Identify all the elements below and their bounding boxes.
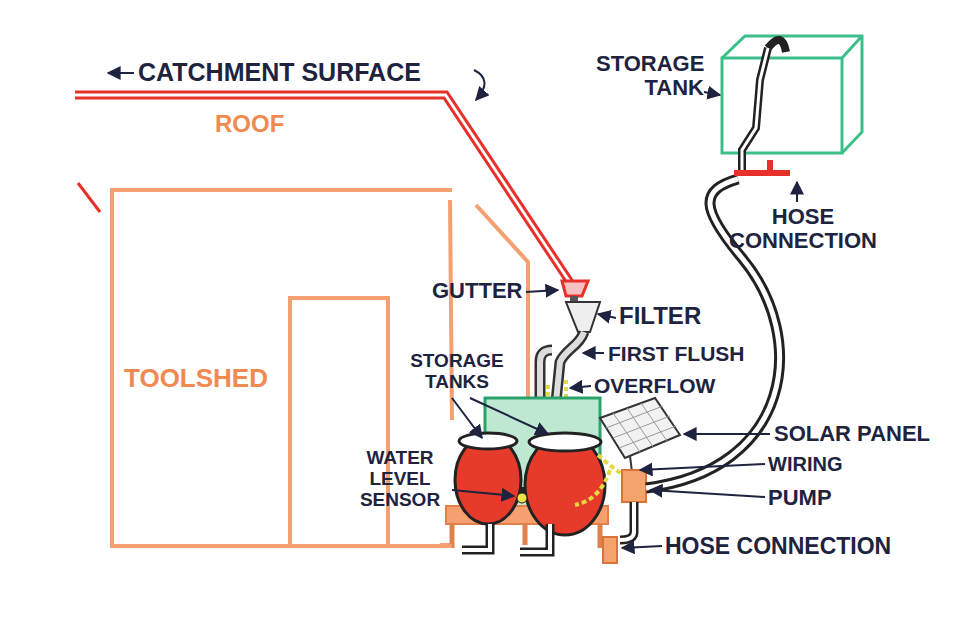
leader-arrow <box>796 182 798 202</box>
roof-tick <box>78 183 100 212</box>
leader-arrow <box>570 386 591 388</box>
tank-pipe <box>742 48 768 170</box>
leader-arrow <box>704 92 720 95</box>
leader-arrow <box>470 398 548 434</box>
pump <box>622 470 646 502</box>
part-label: STORAGE TANK <box>596 52 704 100</box>
leader-arrow <box>598 314 616 318</box>
down-pipe <box>556 332 584 402</box>
leader-arrow <box>684 433 770 435</box>
part-label: FILTER <box>619 303 701 329</box>
part-label: PUMP <box>768 486 832 510</box>
wiring <box>575 455 628 505</box>
tank-pipe <box>742 40 786 170</box>
part-label: OVERFLOW <box>594 374 715 397</box>
hose-connection <box>603 537 617 563</box>
part-label: CATCHMENT SURFACE <box>138 59 421 87</box>
hose <box>646 179 780 488</box>
hose <box>620 502 634 540</box>
barrel-top <box>459 433 517 449</box>
part-label: WATER LEVEL SENSOR <box>350 448 450 511</box>
leader-lines <box>108 70 797 548</box>
part-label: ROOF <box>215 111 284 137</box>
drain-pipe <box>462 524 550 552</box>
part-label: FIRST FLUSH <box>608 342 745 365</box>
barrel-link <box>520 487 526 493</box>
down-pipe <box>556 332 584 402</box>
part-label: HOSE CONNECTION <box>718 205 888 253</box>
solar-panel <box>600 398 680 458</box>
gutter <box>562 281 588 296</box>
leader-arrow <box>640 464 765 470</box>
leader-arrow <box>474 70 485 100</box>
leader-arrow <box>108 72 134 74</box>
leader-arrow <box>650 490 765 497</box>
leader-arrow <box>452 398 482 438</box>
water-level-sensor <box>517 493 527 503</box>
part-label: STORAGE TANKS <box>392 351 522 393</box>
part-label: SOLAR PANEL <box>774 422 930 446</box>
part-label: GUTTER <box>432 279 522 303</box>
filter-funnel <box>566 302 600 332</box>
leader-arrow <box>622 546 662 548</box>
hose <box>646 179 780 488</box>
part-label: WIRING <box>768 453 842 475</box>
part-label: HOSE CONNECTION <box>665 534 891 559</box>
hose <box>620 502 634 540</box>
tank-cube-back <box>722 36 862 153</box>
shape-label: TOOLSHED <box>124 364 268 393</box>
hose-connection <box>734 160 790 173</box>
storage-tank <box>722 58 842 153</box>
barrel-top <box>529 433 601 451</box>
leader-arrow <box>583 352 604 354</box>
leader-arrow <box>526 290 558 292</box>
drain-pipe <box>462 524 550 552</box>
solar-cells <box>606 403 676 452</box>
leader-arrow <box>452 490 514 496</box>
